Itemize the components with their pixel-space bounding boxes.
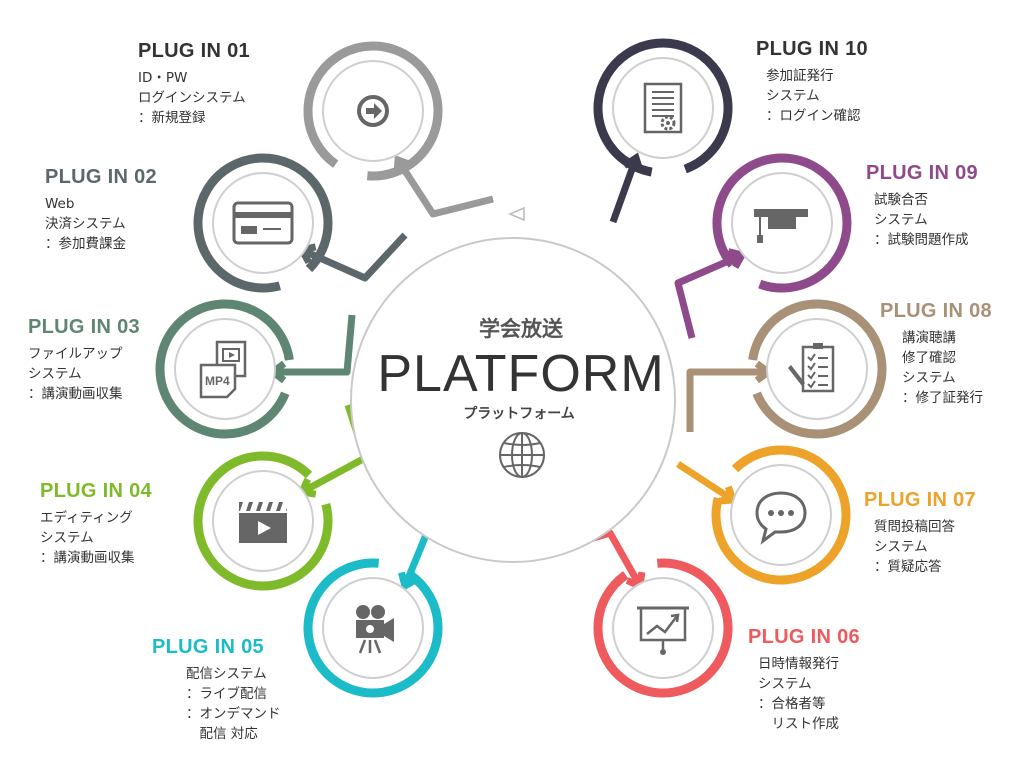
center-title-en: PLATFORM [377,345,665,403]
plugin-title: PLUG IN 01 [138,40,250,62]
video-camera-icon [356,605,394,654]
arrowhead-icon [727,248,748,269]
connector-08 [686,368,768,432]
plugin-04-text: PLUG IN 04 エディティングシステム：講演動画収集 [40,480,152,568]
plugin-08-text: PLUG IN 08 講演聴講修了確認システム：修了証発行 [880,300,992,408]
plugin-06-text: PLUG IN 06 日時情報発行システム：合格者等 リスト作成 [748,626,860,734]
plugin-title: PLUG IN 09 [866,162,978,184]
clapperboard-icon [239,502,289,543]
checklist-pen-icon [788,343,835,393]
plugin-title: PLUG IN 06 [748,626,860,648]
plugin-description: ファイルアップシステム：講演動画収集 [28,346,123,402]
mp4-file-icon: MP4 [199,340,247,399]
connector-09 [674,251,744,339]
plugin-07-text: PLUG IN 07 質問投稿回答システム：質疑応答 [864,489,976,577]
svg-text:MP4: MP4 [205,374,230,388]
chat-bubble-icon [755,491,807,545]
plugin-title: PLUG IN 04 [40,480,152,502]
platform-circle [350,237,676,563]
certificate-icon [643,82,683,134]
plugin-title: PLUG IN 07 [864,489,976,511]
plugin-description: 質問投稿回答システム：質疑応答 [874,519,955,575]
plugin-node-02 [193,153,333,293]
rotation-arrow-icon [507,206,525,222]
center-title-jp: 学会放送 [479,317,563,341]
plugin-node-08 [748,299,887,439]
connector-03 [273,314,356,376]
plugin-title: PLUG IN 10 [756,38,868,60]
connector-07 [676,461,735,503]
plugin-description: エディティングシステム：講演動画収集 [40,510,135,566]
plugin-05-text: PLUG IN 05 配信システム：ライブ配信：オンデマンド 配信 対応 [152,636,281,744]
plugin-10-text: PLUG IN 10 参加証発行システム：ログイン確認 [756,38,868,126]
plugin-09-text: PLUG IN 09 試験合否システム：試験問題作成 [866,162,978,250]
plugin-description: 配信システム：ライブ配信：オンデマンド 配信 対応 [186,666,281,742]
plugin-description: 講演聴講修了確認システム：修了証発行 [902,330,983,406]
connector-01 [395,158,494,218]
presentation-chart-icon [637,606,689,655]
arrow-right-circle-icon [357,95,389,127]
plugin-title: PLUG IN 08 [880,300,992,322]
plugin-node-10 [593,38,733,177]
plugin-title: PLUG IN 05 [152,636,264,658]
plugin-node-06 [593,558,733,698]
plugin-title: PLUG IN 03 [28,316,140,338]
plugin-03-text: PLUG IN 03 ファイルアップシステム：講演動画収集 [28,316,140,404]
connector-02 [300,232,408,282]
globe-icon [499,432,545,478]
center-subtitle: プラットフォーム [463,406,575,422]
plugin-title: PLUG IN 02 [45,166,157,188]
credit-card-icon [232,201,294,245]
graduation-cap-icon [754,209,808,243]
plugin-description: 試験合否システム：試験問題作成 [874,192,969,248]
plugin-description: 日時情報発行システム：合格者等 リスト作成 [758,656,839,732]
plugin-description: 参加証発行システム：ログイン確認 [766,68,861,124]
